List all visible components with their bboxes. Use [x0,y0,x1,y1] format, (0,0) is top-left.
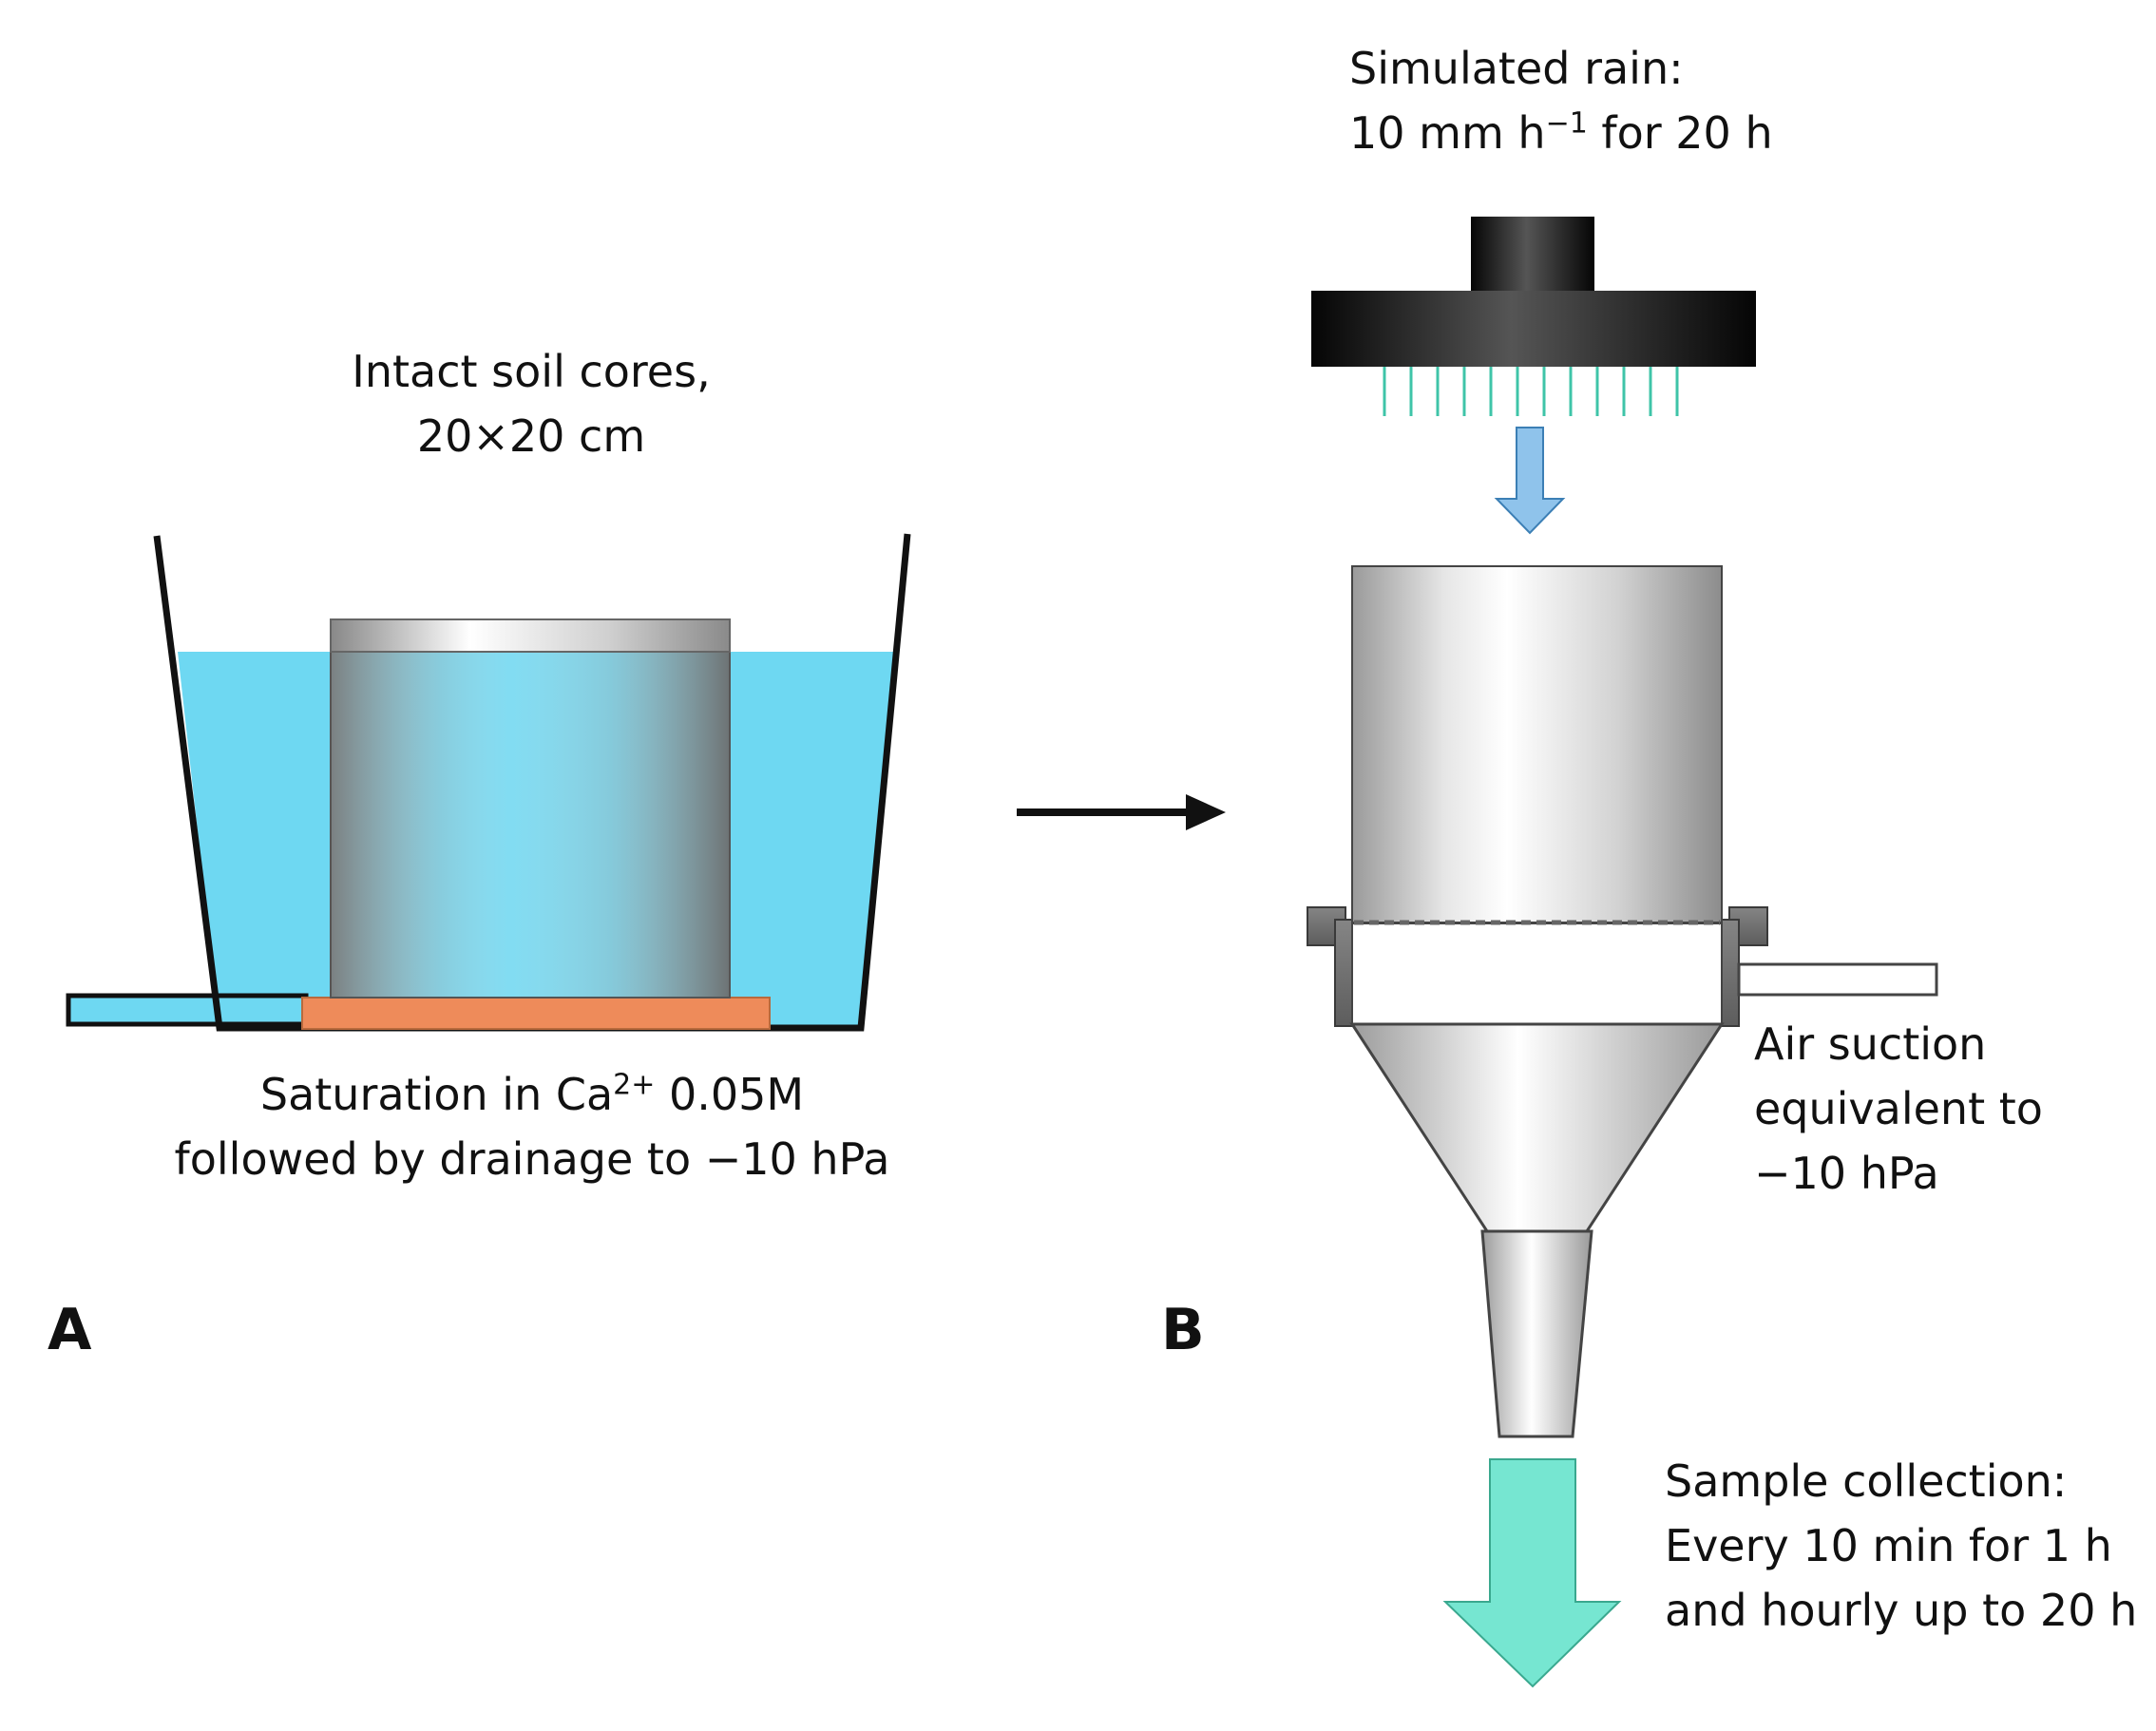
collection-label-line2: Every 10 min for 1 h [1665,1520,2112,1571]
saturation-prefix: Saturation in Ca [259,1069,614,1120]
rain-simulator-head [1311,291,1756,367]
rain-simulator-neck [1471,217,1594,295]
funnel-spout [1480,1229,1593,1438]
rain-label-line1: Simulated rain: [1349,43,1684,94]
leaching-column [1307,565,1938,1438]
housing-wall-right [1721,919,1740,1027]
drippers [1383,367,1679,416]
rain-simulator [1311,217,1756,416]
soil-core-label-line1: Intact soil cores, [352,346,711,397]
suction-label-line1: Air suction [1754,1018,1987,1070]
soil-core-cylinder [330,618,731,999]
transition-arrow [1017,794,1226,830]
saturation-setup [66,533,911,1032]
panel-letter-a: A [48,1297,92,1363]
saturation-label-line1: Saturation in Ca2+ 0.05M [76,1062,988,1127]
rain-label-line2: 10 mm h−1 for 20 h [1349,101,1773,165]
saturation-label: Saturation in Ca2+ 0.05M followed by dra… [76,1062,988,1191]
sample-arrow [1442,1458,1622,1688]
rain-rate-exponent: −1 [1545,106,1588,141]
collection-label: Sample collection: Every 10 min for 1 h … [1665,1449,2137,1643]
funnel-cone [1349,1022,1725,1233]
column-cylinder [1351,565,1723,923]
collection-label-line1: Sample collection: [1665,1455,2068,1507]
rain-rate-suffix: for 20 h [1587,107,1773,159]
saturation-suffix: 0.05M [655,1069,805,1120]
rain-label: Simulated rain: 10 mm h−1 for 20 h [1349,36,1773,165]
rain-rate-prefix: 10 mm h [1349,107,1546,159]
suction-label-line2: equivalent to [1754,1083,2043,1134]
calcium-charge: 2+ [613,1068,656,1102]
panel-letter-b: B [1161,1297,1205,1363]
soil-core-label-line2: 20×20 cm [416,410,646,462]
soil-core-label: Intact soil cores, 20×20 cm [246,339,816,468]
suction-chamber [1351,923,1723,1025]
suction-label: Air suction equivalent to −10 hPa [1754,1012,2043,1206]
collection-label-line3: and hourly up to 20 h [1665,1585,2138,1636]
suction-port [1737,962,1938,997]
porous-plate [301,997,771,1030]
saturation-label-line2: followed by drainage to −10 hPa [174,1133,890,1185]
soil-core-rim [330,618,731,653]
rain-arrow [1494,427,1566,535]
suction-label-line3: −10 hPa [1754,1148,1939,1199]
inlet-tube [66,993,309,1027]
housing-wall-left [1334,919,1353,1027]
